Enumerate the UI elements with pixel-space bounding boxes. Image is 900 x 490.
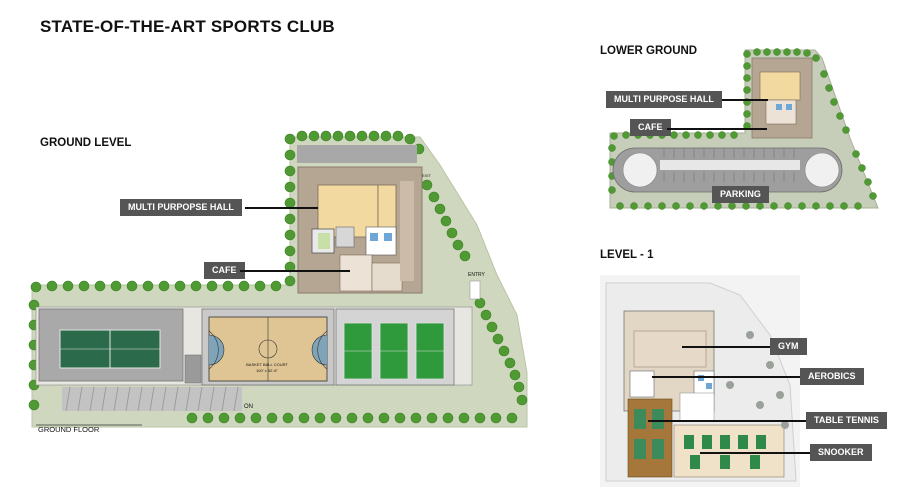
callout-lower-multi-purpose-hall: MULTI PURPOSE HALL <box>606 91 722 108</box>
ground-floor-label: GROUND FLOOR <box>38 425 100 434</box>
callout-lower-cafe: CAFE <box>630 119 671 136</box>
exit-marker: EXIT <box>422 173 431 178</box>
callout-multi-purpose-hall: MULTI PURPOPSE HALL <box>120 199 242 216</box>
leader-line <box>700 452 812 454</box>
aerobics-room <box>629 370 655 398</box>
callout-snooker: SNOOKER <box>810 444 872 461</box>
leader-line <box>652 376 802 378</box>
basketball-court-label: BASKET BALL COURT <box>246 362 288 367</box>
callout-aerobics: AEROBICS <box>800 368 864 385</box>
leader-line <box>682 346 778 348</box>
ground-level-heading: GROUND LEVEL <box>40 137 132 149</box>
leader-line <box>648 420 808 422</box>
callout-cafe: CAFE <box>204 262 245 279</box>
leader-line <box>240 270 350 272</box>
callout-table-tennis: TABLE TENNIS <box>806 412 887 429</box>
leader-line <box>667 128 767 130</box>
on-marker: ON <box>244 404 253 410</box>
lower-ground-plan <box>608 48 879 210</box>
basketball-court-size: 100' x 52'-6" <box>256 368 278 373</box>
lower-cafe-room <box>765 99 797 125</box>
ground-level-plan: ON BASKET BALL COURT 100' x 52'-6" EXIT … <box>28 130 528 434</box>
lower-ground-heading: LOWER GROUND <box>600 45 698 57</box>
lower-multi-purpose-hall-room <box>759 71 801 101</box>
entry-marker: ENTRY <box>468 272 486 278</box>
leader-line <box>722 99 768 101</box>
callout-parking: PARKING <box>712 186 769 203</box>
level-1-plan <box>600 275 800 487</box>
callout-gym: GYM <box>770 338 807 355</box>
leader-line <box>245 207 318 209</box>
page-title: STATE-OF-THE-ART SPORTS CLUB <box>40 17 335 36</box>
cafe-room <box>339 254 373 292</box>
level-1-heading: LEVEL - 1 <box>600 249 654 261</box>
snooker-room <box>673 424 785 478</box>
